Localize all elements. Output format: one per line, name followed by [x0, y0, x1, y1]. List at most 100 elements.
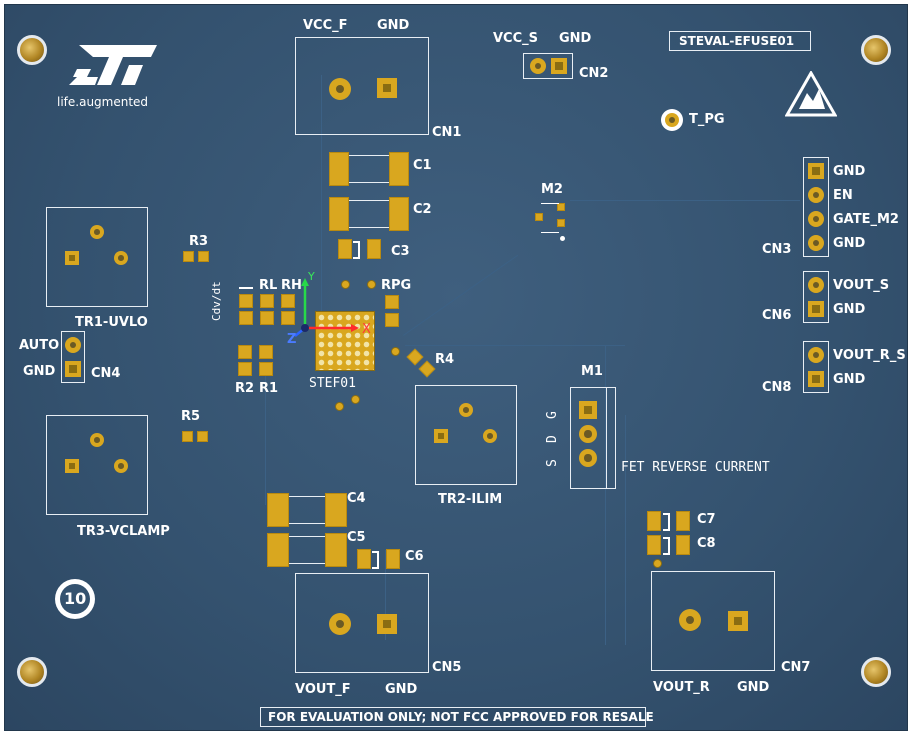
cn4-pin1-label: AUTO — [19, 338, 60, 353]
cn2-pad-2 — [551, 58, 567, 74]
c6-pad — [386, 549, 400, 569]
disclaimer-text: FOR EVALUATION ONLY; NOT FCC APPROVED FO… — [268, 710, 654, 724]
c8-marker — [663, 537, 670, 555]
tr2-pad — [459, 403, 473, 417]
c1-body — [349, 155, 389, 183]
cn4-connector — [61, 331, 85, 383]
via — [335, 402, 344, 411]
cn1-ref: CN1 — [432, 125, 462, 140]
mounting-hole — [861, 657, 891, 687]
cn6-pin1-label: VOUT_S — [833, 278, 890, 293]
rl-pad — [260, 311, 274, 325]
trace — [570, 200, 800, 201]
tr3-trimmer — [46, 415, 148, 515]
c8-pad — [676, 535, 690, 555]
cn2-connector — [523, 53, 573, 79]
cn7-pad-1 — [679, 609, 701, 631]
cn7-pin1-label: VOUT_R — [653, 680, 710, 695]
tr2-pad — [434, 429, 448, 443]
cn6-pad-1 — [808, 277, 824, 293]
cn8-pad-1 — [808, 347, 824, 363]
tr1-label: TR1-UVLO — [75, 315, 148, 330]
disclaimer-box — [260, 707, 646, 727]
rpg-pad — [385, 313, 399, 327]
board-name-box — [669, 31, 811, 51]
c1-pad — [389, 152, 409, 186]
tr2-pad — [483, 429, 497, 443]
r1-pad — [259, 345, 273, 359]
c3-ref: C3 — [391, 244, 410, 259]
cdvdt-pad — [239, 294, 253, 308]
trace — [405, 345, 625, 346]
r5-pad — [182, 431, 193, 442]
r4-pad — [418, 360, 436, 378]
rpg-pad — [385, 295, 399, 309]
cn8-pin1-label: VOUT_R_S — [833, 348, 906, 363]
board-name: STEVAL-EFUSE01 — [679, 34, 795, 48]
tr1-pad — [90, 225, 104, 239]
cn3-pin-label: GATE_M2 — [833, 212, 899, 227]
trace — [321, 75, 322, 345]
r4-pad — [406, 348, 424, 366]
mounting-hole — [861, 35, 891, 65]
testpoint-tpg — [661, 109, 683, 131]
c3-pad — [367, 239, 381, 259]
m2-dot — [560, 236, 565, 241]
cdvdt-bar — [239, 287, 253, 289]
m2-ref: M2 — [541, 182, 563, 197]
cn6-pad-2 — [808, 301, 824, 317]
c5-pad — [325, 533, 347, 567]
rl-ref: RL — [259, 278, 278, 293]
m1-pin-g: G — [545, 411, 560, 419]
r1-ref: R1 — [259, 381, 279, 396]
cn5-pad-2 — [377, 614, 397, 634]
cn5-pin1-label: VOUT_F — [295, 682, 351, 697]
c7-pad — [676, 511, 690, 531]
c4-pad — [267, 493, 289, 527]
cn6-connector — [803, 271, 829, 323]
r2-pad — [238, 362, 252, 376]
mounting-hole — [17, 35, 47, 65]
cn3-pad-1 — [808, 163, 824, 179]
cn3-ref: CN3 — [762, 242, 792, 257]
cn6-pin2-label: GND — [833, 302, 866, 317]
cn3-pin-label: EN — [833, 188, 853, 203]
rh-ref: RH — [281, 278, 302, 293]
r4-ref: R4 — [435, 352, 455, 367]
m2-pad — [535, 213, 543, 221]
c2-ref: C2 — [413, 202, 432, 217]
st-logo: ST — [65, 41, 160, 89]
via — [351, 395, 360, 404]
cn1-pad-2 — [377, 78, 397, 98]
c4-body — [289, 496, 325, 524]
m1-pad-d — [579, 425, 597, 443]
cn8-connector — [803, 341, 829, 393]
m2-pad — [557, 219, 565, 227]
c7-ref: C7 — [697, 512, 716, 527]
trace — [403, 254, 519, 336]
stef01-ic — [315, 311, 375, 371]
trace — [265, 365, 266, 505]
axis-gizmo-icon — [294, 278, 359, 337]
via — [341, 280, 350, 289]
cn3-pin-label: GND — [833, 236, 866, 251]
r2-ref: R2 — [235, 381, 255, 396]
m1-pad-s — [579, 449, 597, 467]
cn8-pad-2 — [808, 371, 824, 387]
cn1-connector — [295, 37, 429, 135]
cn3-pad-3 — [808, 211, 824, 227]
c5-body — [289, 536, 325, 564]
c4-pad — [325, 493, 347, 527]
cn2-ref: CN2 — [579, 66, 609, 81]
r5-pad — [197, 431, 208, 442]
cn1-pin2-label: GND — [377, 18, 410, 33]
c4-ref: C4 — [347, 491, 366, 506]
c5-ref: C5 — [347, 530, 366, 545]
trace — [625, 415, 626, 645]
c1-pad — [329, 152, 349, 186]
rl-pad — [260, 294, 274, 308]
c7-marker — [663, 513, 670, 531]
cn5-pad-1 — [329, 613, 351, 635]
rpg-ref: RPG — [381, 278, 412, 293]
rohs-badge-text: 10 — [64, 589, 87, 608]
